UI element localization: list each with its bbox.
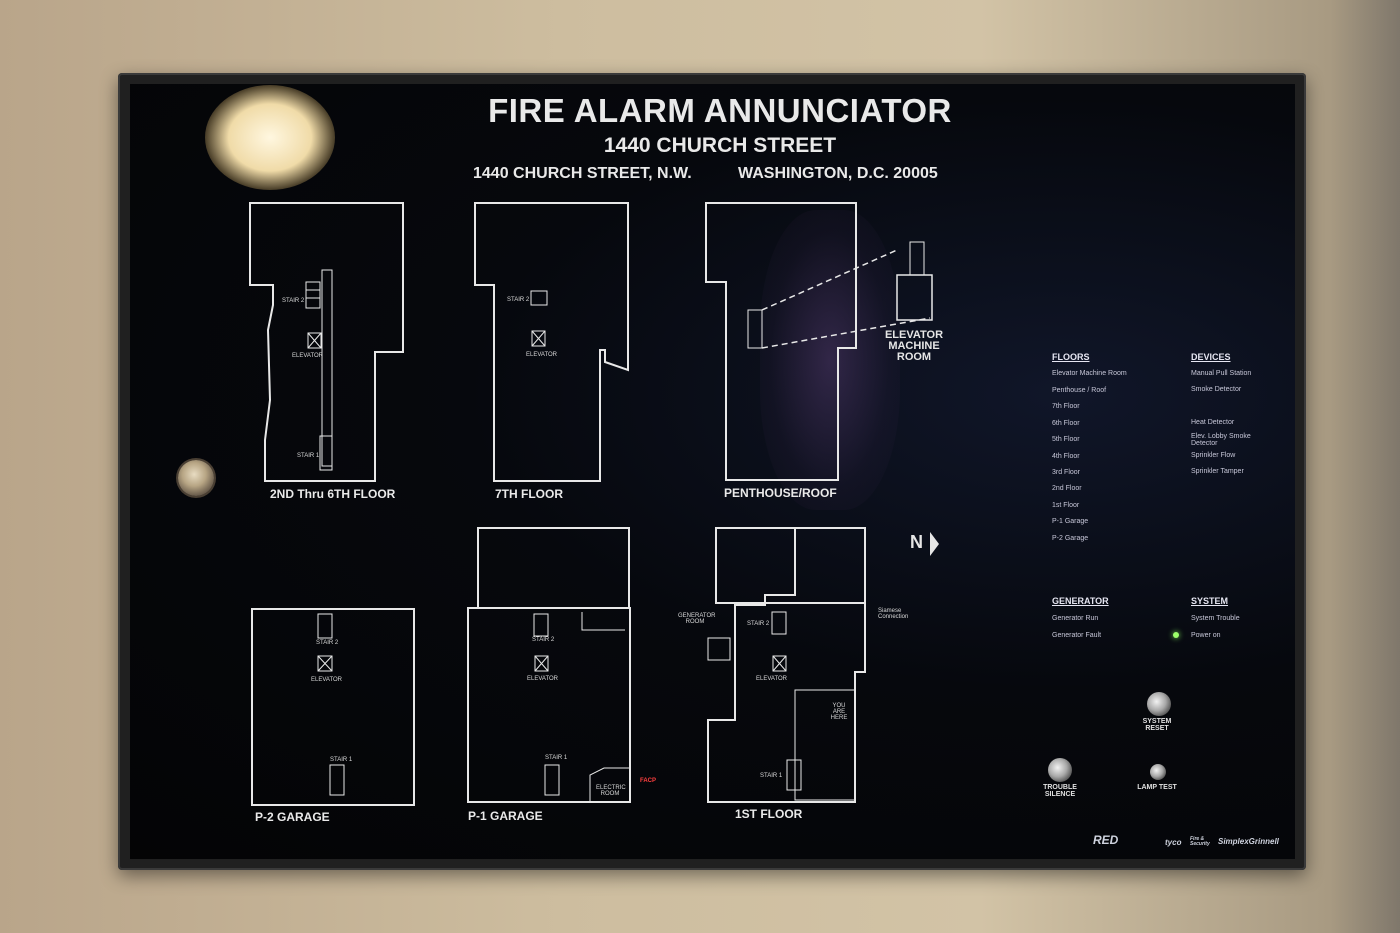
- legend-generator-item: Generator Fault: [1052, 632, 1102, 639]
- brand-tyco-sub: Fire & Security: [1190, 836, 1210, 847]
- legend-floor-item: 5th Floor: [1052, 436, 1080, 443]
- elevator-2to6: [307, 332, 322, 349]
- label-elevator: ELEVATOR: [292, 353, 324, 359]
- plan-1st-floor: [707, 527, 866, 803]
- label-facp: FACP: [640, 778, 657, 784]
- label-siamese-connection: Siamese Connection: [878, 608, 909, 620]
- elevator-machine-room-plan: [896, 274, 933, 321]
- label-elevator-p1: ELEVATOR: [527, 676, 559, 682]
- label-penthouse: PENTHOUSE/ROOF: [724, 486, 837, 500]
- system-reset-label: SYSTEM RESET: [1142, 718, 1172, 732]
- label-7th-floor: 7TH FLOOR: [495, 487, 563, 501]
- north-indicator: N: [910, 532, 923, 552]
- trouble-silence-keyswitch[interactable]: [1048, 758, 1072, 782]
- north-arrow-icon: [930, 532, 939, 556]
- label-stair2-p1: STAIR 2: [532, 637, 555, 643]
- label-p2-garage: P-2 GARAGE: [255, 810, 330, 824]
- legend-system-heading: SYSTEM: [1191, 596, 1229, 606]
- plan-p1-garage: [467, 607, 631, 803]
- legend-floor-item: 6th Floor: [1052, 420, 1080, 427]
- legend-floor-item: 3rd Floor: [1052, 469, 1081, 476]
- label-stair1: STAIR 1: [297, 453, 320, 459]
- elevator-machine-room-label: ELEVATOR MACHINE ROOM: [878, 330, 950, 363]
- brand-tyco-logo: tyco: [1165, 838, 1182, 847]
- legend-device-item: Manual Pull Station: [1191, 370, 1252, 377]
- label-stair2: STAIR 2: [282, 298, 305, 304]
- legend-devices-heading: DEVICES: [1191, 352, 1231, 362]
- brand-red-logo: RED: [1093, 833, 1119, 847]
- label-stair1-p2: STAIR 1: [330, 757, 353, 763]
- stair2-2to6: [305, 281, 321, 309]
- trouble-silence-label: TROUBLE SILENCE: [1043, 784, 1077, 798]
- emr-line3: ROOM: [896, 351, 932, 363]
- label-stair2-1st: STAIR 2: [747, 621, 770, 627]
- address-street: 1440 CHURCH STREET, N.W.: [473, 165, 692, 182]
- label-you-are-here: YOU ARE HERE: [830, 703, 848, 721]
- legend-floor-item: 2nd Floor: [1052, 485, 1082, 492]
- legend-floor-item: P-2 Garage: [1052, 535, 1089, 542]
- lamp-test-button[interactable]: [1150, 764, 1166, 780]
- legend-generator-item: Generator Run: [1052, 615, 1099, 622]
- plan-penthouse: [705, 202, 857, 481]
- legend-floor-item: Penthouse / Roof: [1052, 387, 1107, 394]
- legend-device-item: Elev. Lobby Smoke Detector: [1191, 433, 1251, 447]
- legend-floor-item: Elevator Machine Room: [1052, 370, 1127, 377]
- label-electric-room: ELECTRIC ROOM: [596, 785, 626, 797]
- plan-2nd-6th-floor: [249, 202, 404, 482]
- label-elevator-7th: ELEVATOR: [526, 352, 558, 358]
- core-2to6: [321, 269, 333, 467]
- label-elevator-1st: ELEVATOR: [756, 676, 788, 682]
- power-on-led-icon: [1173, 632, 1179, 638]
- plan-7th-floor: [474, 202, 629, 482]
- label-stair2-7th: STAIR 2: [507, 297, 530, 303]
- legend-floors-heading: FLOORS: [1052, 352, 1090, 362]
- label-2nd-6th-floor: 2ND Thru 6TH FLOOR: [270, 487, 396, 501]
- label-stair1-1st: STAIR 1: [760, 773, 783, 779]
- emr-line1: ELEVATOR: [884, 329, 944, 341]
- annunciator-panel: [130, 84, 1295, 859]
- plan-p2-garage: [251, 608, 415, 806]
- legend-floor-item: 7th Floor: [1052, 403, 1080, 410]
- address-city: WASHINGTON, D.C. 20005: [738, 165, 938, 182]
- label-elevator-p2: ELEVATOR: [311, 677, 343, 683]
- lamp-test-label: LAMP TEST: [1137, 784, 1177, 791]
- plan-p1-garage-upper: [477, 527, 630, 609]
- legend-floor-item: 4th Floor: [1052, 453, 1080, 460]
- legend-system-item: Power on: [1191, 632, 1221, 639]
- stair1-2to6: [319, 435, 333, 471]
- legend-device-item: Sprinkler Flow: [1191, 452, 1236, 459]
- panel-subtitle: 1440 CHURCH STREET: [603, 134, 837, 157]
- label-stair2-p2: STAIR 2: [316, 640, 339, 646]
- brand-simplex-logo: SimplexGrinnell: [1218, 837, 1279, 846]
- legend-device-item: Sprinkler Tamper: [1191, 468, 1244, 475]
- panel-title: FIRE ALARM ANNUNCIATOR: [488, 92, 952, 129]
- legend-system-item: System Trouble: [1191, 615, 1240, 622]
- legend-device-item: Smoke Detector: [1191, 386, 1242, 393]
- label-generator-room: GENERATOR ROOM: [678, 613, 716, 625]
- legend-generator-heading: GENERATOR: [1052, 596, 1109, 606]
- emr-line2: MACHINE: [888, 340, 940, 352]
- label-stair1-p1: STAIR 1: [545, 755, 568, 761]
- door-lock-icon[interactable]: [178, 460, 214, 496]
- label-p1-garage: P-1 GARAGE: [468, 809, 543, 823]
- system-reset-keyswitch[interactable]: [1147, 692, 1171, 716]
- reflection: [760, 210, 900, 510]
- legend-floor-item: P-1 Garage: [1052, 518, 1089, 525]
- legend-device-item: Heat Detector: [1191, 419, 1235, 426]
- light-glare: [205, 85, 335, 190]
- legend-floor-item: 1st Floor: [1052, 502, 1080, 509]
- label-1st-floor: 1ST FLOOR: [735, 807, 803, 821]
